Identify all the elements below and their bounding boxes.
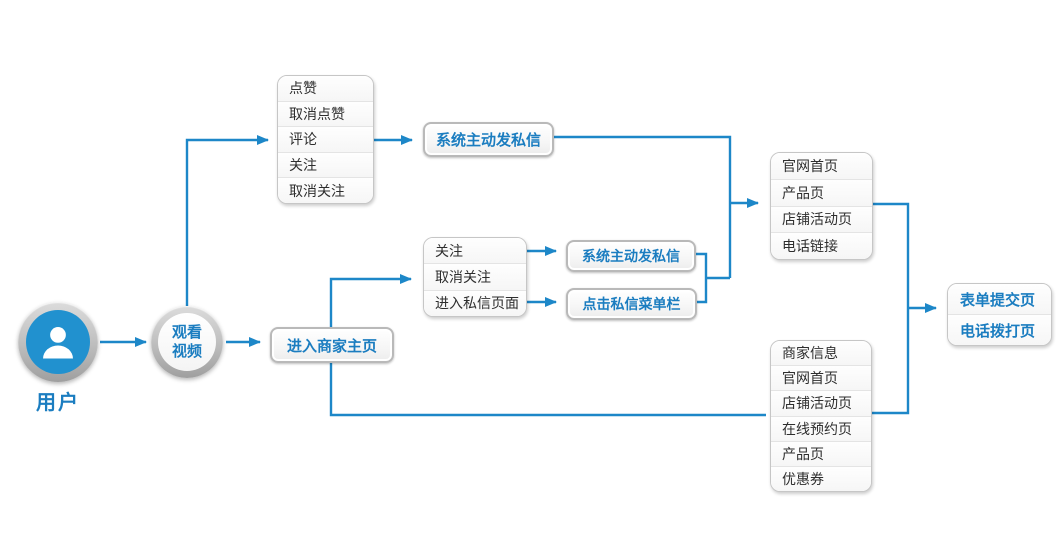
list-item: 点赞 xyxy=(278,76,373,102)
user-avatar-circle xyxy=(26,310,90,374)
list-item: 官网首页 xyxy=(771,366,871,392)
wire-watch-to-video-actions xyxy=(185,135,269,306)
list-item: 取消关注 xyxy=(278,178,373,203)
profile-pages-list: 官网首页 产品页 店铺活动页 电话链接 xyxy=(770,152,873,260)
result-pages-list: 表单提交页 电话拨打页 xyxy=(947,283,1052,346)
click-message-menu-node: 点击私信菜单栏 xyxy=(566,288,697,320)
list-item: 进入私信页面 xyxy=(424,290,526,316)
list-item: 官网首页 xyxy=(771,153,872,180)
watch-video-line2: 视频 xyxy=(171,342,202,360)
list-item: 商家信息 xyxy=(771,341,871,367)
system-send-message-top-node: 系统主动发私信 xyxy=(423,122,554,157)
enter-merchant-label: 进入商家主页 xyxy=(286,336,377,355)
follow-actions-list: 关注 取消关注 进入私信页面 xyxy=(423,237,527,317)
watch-video-line1: 观看 xyxy=(171,323,202,341)
click-message-menu-label: 点击私信菜单栏 xyxy=(582,297,681,313)
list-item: 评论 xyxy=(278,127,373,153)
list-item: 取消点赞 xyxy=(278,101,373,128)
list-item: 产品页 xyxy=(771,179,872,207)
list-item: 取消关注 xyxy=(424,264,526,291)
watch-video-node: 观看 视频 xyxy=(151,306,223,378)
list-item: 电话拨打页 xyxy=(948,315,1051,345)
list-item: 电话链接 xyxy=(771,233,872,259)
user-icon xyxy=(43,327,73,359)
watch-video-label: 观看 视频 xyxy=(158,313,216,371)
list-item: 关注 xyxy=(278,152,373,179)
enter-merchant-node: 进入商家主页 xyxy=(270,327,394,363)
list-item: 关注 xyxy=(424,238,526,265)
merchant-pages-list: 商家信息 官网首页 店铺活动页 在线预约页 产品页 优惠券 xyxy=(770,340,872,492)
list-item: 店铺活动页 xyxy=(771,206,872,234)
list-item: 优惠券 xyxy=(771,466,871,491)
video-actions-list: 点赞 取消点赞 评论 关注 取消关注 xyxy=(277,75,374,204)
wire-enter-merchant-to-follow xyxy=(329,274,412,328)
system-send-message-top-label: 系统主动发私信 xyxy=(435,131,541,149)
user-avatar xyxy=(18,302,98,382)
list-item: 产品页 xyxy=(771,441,871,467)
list-item: 店铺活动页 xyxy=(771,391,871,417)
list-item: 表单提交页 xyxy=(948,284,1051,315)
user-label: 用户 xyxy=(36,390,80,414)
list-item: 在线预约页 xyxy=(771,416,871,442)
wire-right-bracket xyxy=(869,202,910,415)
system-send-message-mid-label: 系统主动发私信 xyxy=(582,249,680,265)
system-send-message-mid-node: 系统主动发私信 xyxy=(566,240,696,272)
wire-enter-merchant-to-merchant-pages xyxy=(329,358,766,417)
